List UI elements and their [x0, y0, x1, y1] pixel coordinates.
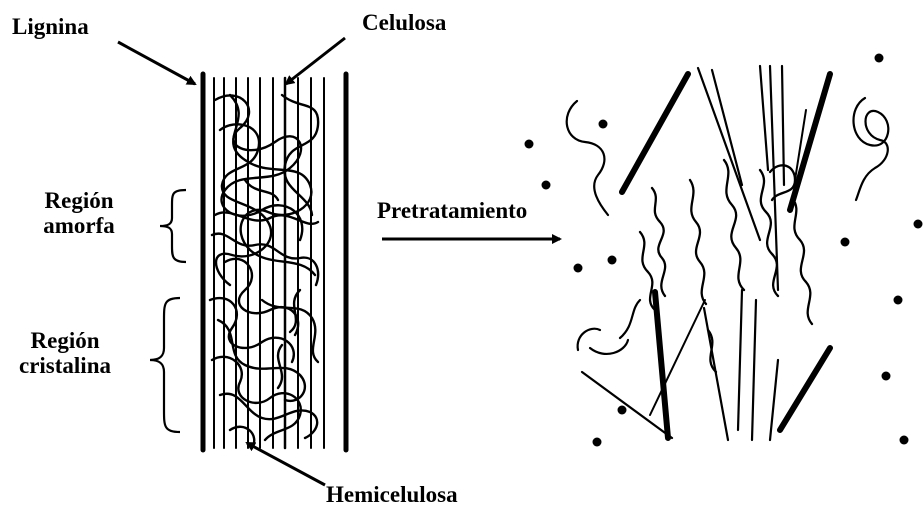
- lignin-fragment: [655, 292, 668, 438]
- label-region-amorfa: Región amorfa: [26, 188, 132, 239]
- particle-dot: [900, 436, 909, 445]
- arrow-celulosa: [286, 38, 345, 84]
- label-region-amorfa-line1: Región: [26, 188, 132, 213]
- loose-fragments: [567, 98, 889, 354]
- cellulose-strand: [770, 360, 778, 440]
- cellulose-strand: [782, 66, 784, 185]
- cellulose-strand: [704, 308, 728, 440]
- particle-dot: [542, 181, 551, 190]
- fiber-bundle-before: [203, 74, 346, 450]
- particle-dot: [875, 54, 884, 63]
- label-region-cristalina-line2: cristalina: [10, 353, 120, 378]
- lignin-fragment: [622, 74, 688, 192]
- particle-dot: [914, 220, 923, 229]
- label-lignina: Lignina: [12, 14, 89, 39]
- label-region-amorfa-line2: amorfa: [26, 213, 132, 238]
- cellulose-strand: [752, 300, 756, 440]
- cellulose-strand: [582, 372, 672, 438]
- cellulose-strand: [760, 66, 768, 170]
- brace-region-cristalina: [150, 298, 180, 432]
- cellulose-strand: [738, 290, 742, 430]
- particle-dot: [608, 256, 617, 265]
- label-region-cristalina: Región cristalina: [10, 328, 120, 379]
- lignin-fragment: [790, 74, 830, 210]
- particle-dot: [599, 120, 608, 129]
- hemicellulose-chains: [640, 160, 812, 372]
- particle-dot: [618, 406, 627, 415]
- brace-region-amorfa: [160, 190, 186, 262]
- hemicellulose-tangle: [210, 95, 318, 448]
- label-hemicelulosa: Hemicelulosa: [326, 482, 458, 507]
- arrow-hemicelulosa: [247, 443, 325, 485]
- cellulose-strand: [698, 68, 760, 240]
- arrow-lignina: [118, 42, 195, 84]
- label-region-cristalina-line1: Región: [10, 328, 120, 353]
- fiber-bundle-after: [525, 54, 923, 447]
- particle-dot: [593, 438, 602, 447]
- lignin-fragment: [780, 348, 830, 430]
- particle-dot: [882, 372, 891, 381]
- particle-dot: [841, 238, 850, 247]
- particle-dot: [574, 264, 583, 273]
- label-pretratamiento: Pretratamiento: [377, 198, 527, 223]
- label-celulosa: Celulosa: [362, 10, 446, 35]
- particle-dot: [525, 140, 534, 149]
- particle-dot: [894, 296, 903, 305]
